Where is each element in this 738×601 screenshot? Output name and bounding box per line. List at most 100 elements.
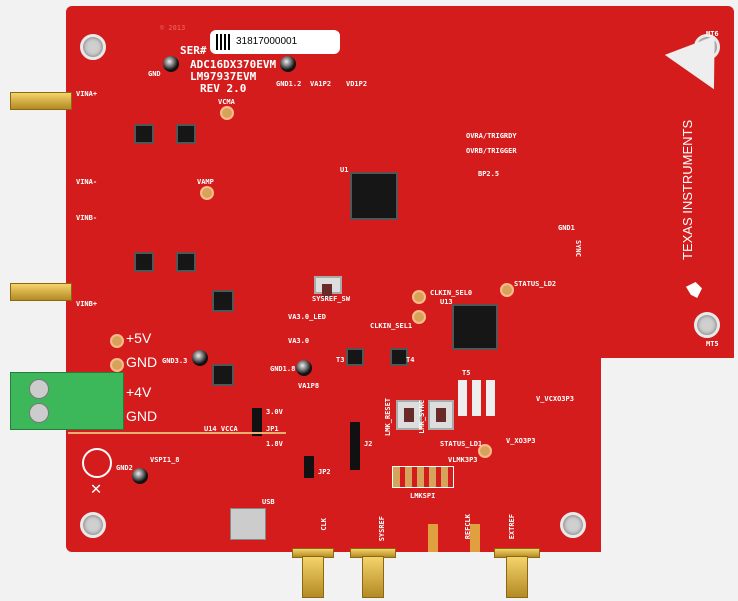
label: GND2 [116, 464, 133, 472]
gnd-pad [110, 358, 124, 372]
label: V_XO3P3 [506, 437, 536, 445]
power-label-5v: +5V [126, 330, 152, 346]
lmk-sync-button[interactable] [428, 400, 454, 430]
label: VA3.0 [288, 337, 310, 345]
sysref-sw-button[interactable] [314, 276, 342, 298]
serial-sticker: 31817000001 [210, 30, 340, 54]
label: MT6 [706, 30, 719, 38]
serial-number: 31817000001 [236, 36, 298, 47]
gnd33-test-post [192, 350, 208, 366]
label: LMKSPI [410, 492, 436, 500]
label: STATUS_LD1 [440, 440, 483, 448]
transformer-t3 [346, 348, 364, 366]
vamp-testpoint [200, 186, 214, 200]
label: VD1P2 [346, 80, 368, 88]
label: 1.8V [266, 440, 283, 448]
label: U14 VCCA [204, 425, 238, 433]
screw-icon [29, 403, 49, 423]
status-ld2-pad [500, 283, 514, 297]
label: VA3.0_LED [288, 313, 326, 321]
label: LMK_RESET [384, 398, 392, 436]
label: OVRB/TRIGGER [466, 147, 517, 155]
screw-icon [29, 379, 49, 399]
label: VLMK3P3 [448, 456, 478, 464]
model-label-2: LM97937EVM [190, 70, 257, 83]
mounting-hole [80, 512, 106, 538]
label: EXTREF [508, 514, 516, 540]
transformer [176, 124, 196, 144]
jp1-jumper[interactable] [252, 408, 262, 436]
transformer [176, 252, 196, 272]
label: JP2 [318, 468, 331, 476]
lmkspi-header[interactable] [392, 466, 454, 488]
mounting-hole [694, 312, 720, 338]
usb-port[interactable] [230, 508, 266, 540]
label: VSPI1_8 [150, 456, 180, 464]
label: SYSREF_SW [312, 295, 350, 303]
label: CLK [320, 518, 328, 531]
label: CLKIN_SEL0 [430, 289, 473, 297]
label: MT5 [706, 340, 719, 348]
regulator-chip [212, 364, 234, 386]
clkin-sel1-pad [412, 310, 426, 324]
revision-label: REV 2.0 [200, 82, 247, 95]
mounting-hole [694, 34, 720, 60]
label: J2 [364, 440, 373, 448]
power-label-4v: +4V [126, 384, 152, 400]
label: VINA+ [76, 90, 98, 98]
vina-sma-connector[interactable] [10, 92, 72, 110]
j2-header[interactable] [350, 422, 360, 470]
mounting-hole [80, 34, 106, 60]
label: VCMA [218, 98, 235, 106]
label: GND3.3 [162, 357, 188, 365]
label: VA1P8 [298, 382, 320, 390]
clkin-sel0-pad [412, 290, 426, 304]
label: V_VCXO3P3 [536, 395, 574, 403]
ti-logo-text: TEXAS INSTRUMENTS [680, 119, 695, 260]
refclk-pad [470, 524, 480, 552]
label: VINB- [76, 214, 98, 222]
clk-sma-connector[interactable] [302, 556, 324, 598]
power-terminal-block[interactable] [10, 372, 124, 430]
label: STATUS_LD2 [514, 280, 557, 288]
jp2-header[interactable] [304, 456, 314, 478]
vinb-sma-connector[interactable] [10, 283, 72, 301]
regulator-chip [212, 290, 234, 312]
label: BP2.5 [478, 170, 500, 178]
label: USB [262, 498, 275, 506]
sysref-sma-connector[interactable] [362, 556, 384, 598]
5v-pad [110, 334, 124, 348]
pb-free-icon [82, 448, 112, 478]
weee-bin-icon: ✕ [90, 478, 102, 499]
trace [68, 432, 286, 434]
gnd-test-post [163, 56, 179, 72]
transformer [134, 124, 154, 144]
gnd2-test-post [132, 468, 148, 484]
label: LMK_SYNC [418, 400, 426, 434]
refclk-pad [428, 524, 438, 552]
label: JP1 [266, 425, 279, 433]
vlmk3p3-pad [478, 444, 492, 458]
label: T5 [462, 369, 471, 377]
label: VINA- [76, 178, 98, 186]
label: GND [148, 70, 161, 78]
lmk-clock-chip [452, 304, 498, 350]
label: VA1P2 [310, 80, 332, 88]
gnd18-test-post [296, 360, 312, 376]
adc-chip [350, 172, 398, 220]
power-label-gnd: GND [126, 408, 158, 424]
t5-pads [458, 380, 498, 416]
extref-sma-connector[interactable] [506, 556, 528, 598]
label: SYNC [574, 240, 582, 257]
copyright: © 2013 [160, 24, 186, 32]
label: GND1 [558, 224, 575, 232]
serial-label: SER# [180, 44, 207, 57]
label: T4 [406, 356, 415, 364]
transformer [134, 252, 154, 272]
label: VINB+ [76, 300, 98, 308]
vcma-testpoint [220, 106, 234, 120]
label: VAMP [197, 178, 214, 186]
label: CLKIN_SEL1 [370, 322, 413, 330]
label: U13 [440, 298, 453, 306]
lmk-reset-button[interactable] [396, 400, 422, 430]
